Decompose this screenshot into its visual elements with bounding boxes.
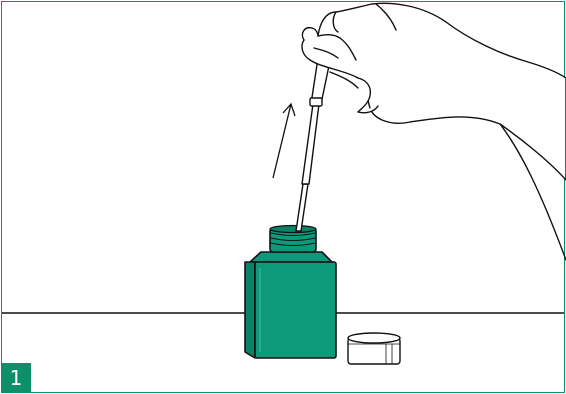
up-arrow-icon [273, 104, 295, 178]
bottle-cap [348, 333, 400, 364]
step-number-badge: 1 [1, 363, 31, 393]
bottle [245, 252, 336, 358]
hand [302, 3, 566, 260]
pipette [296, 56, 331, 231]
bottle-neck [270, 226, 316, 253]
